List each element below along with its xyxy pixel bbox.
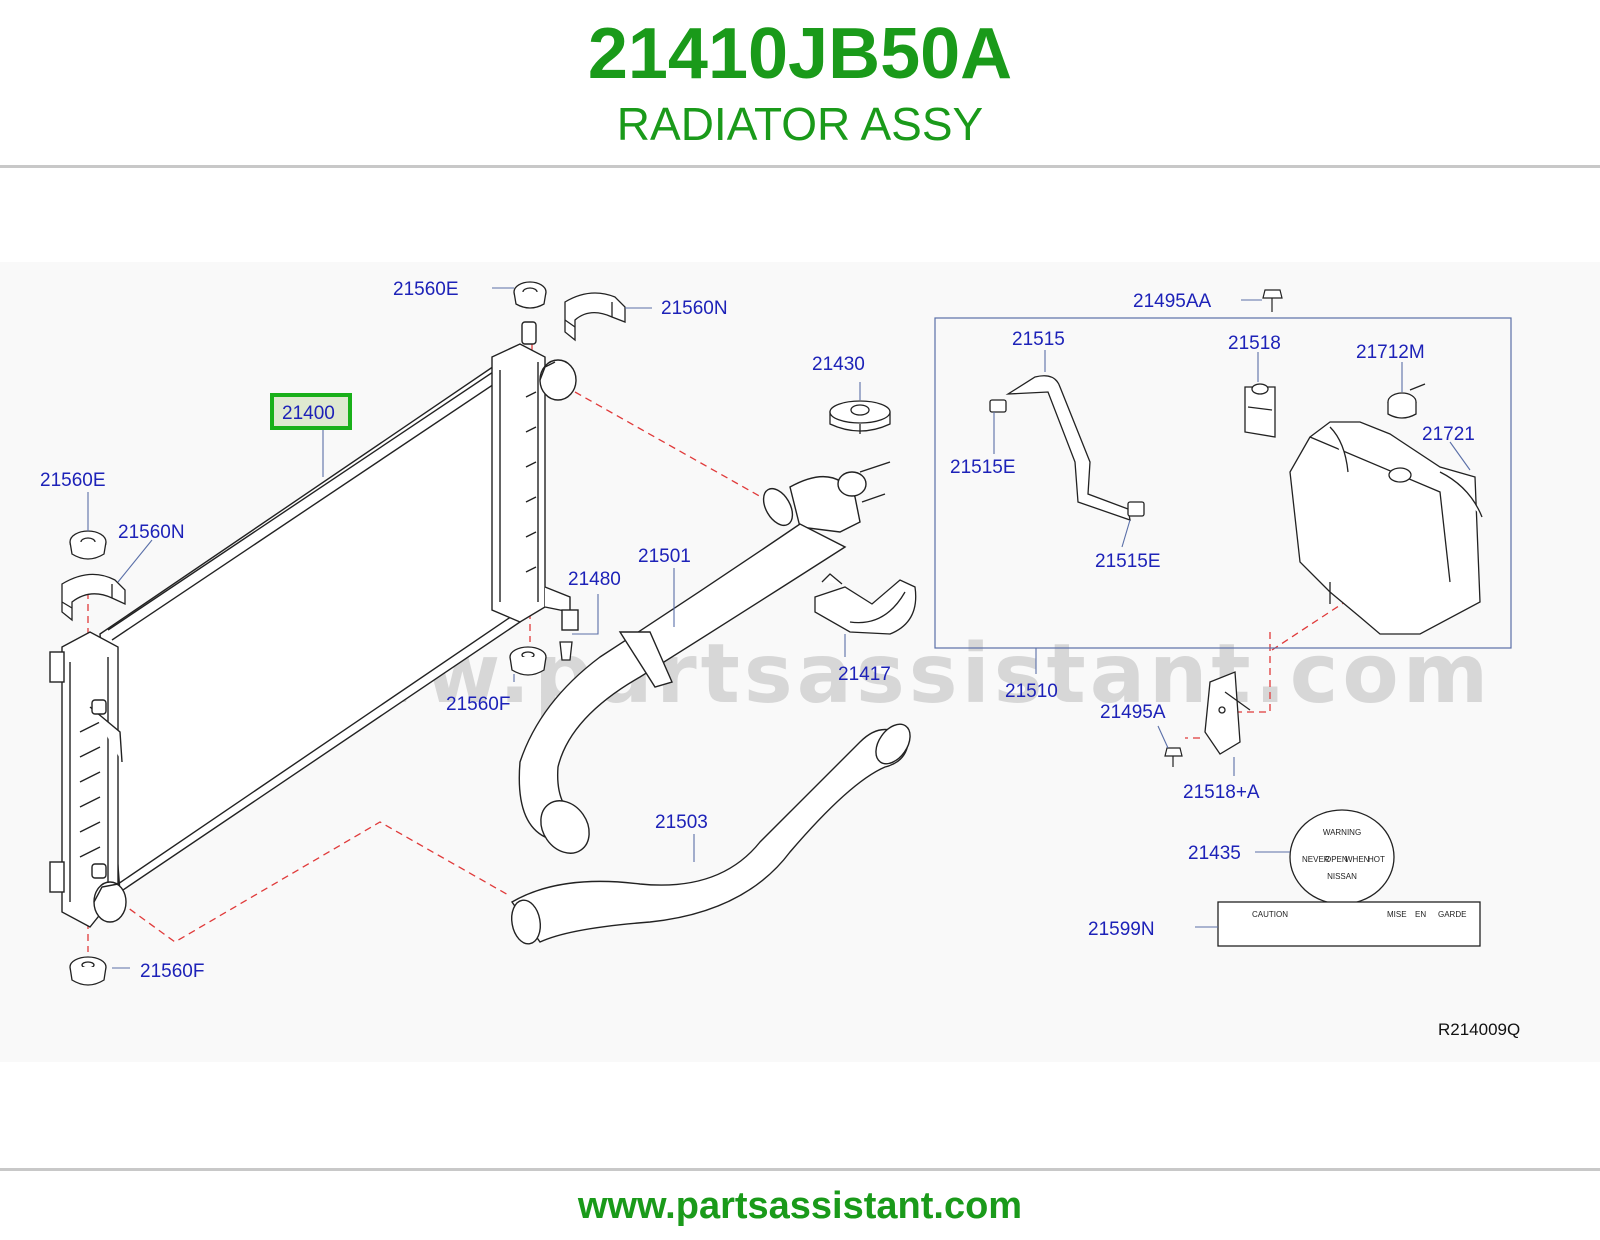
leader-lines [87,287,1471,969]
caution-label-21599N: CAUTION MISE EN GARDE [1217,901,1481,947]
warning-label-title: WARNING [1323,828,1361,837]
callout-21417[interactable]: 21417 [838,664,891,685]
radiator-assembly[interactable] [49,321,579,928]
callout-21560E-left[interactable]: 21560E [40,470,106,491]
callout-21430[interactable]: 21430 [812,354,865,375]
reservoir-bracket-upper[interactable] [1244,383,1276,438]
caution-label-text: MISE [1387,910,1407,919]
warning-small-text: WHEN [1345,855,1370,864]
radiator-cap[interactable] [829,400,891,434]
callout-21400[interactable]: 21400 [282,403,335,424]
warning-label-21435: WARNING NEVER OPEN WHEN HOT NISSAN [1289,809,1395,905]
callout-labels: 21400 21560E 21560N 21560E 21560N 21480 … [40,279,1475,982]
lower-hose[interactable] [508,718,917,946]
part-name-subtitle: RADIATOR ASSY [616,98,984,150]
mount-grommets[interactable] [69,281,573,986]
diagram-reference-code: R214009Q [1438,1020,1520,1039]
reservoir-tank[interactable] [1289,421,1483,635]
warning-small-text: HOT [1368,855,1385,864]
warning-small-text: NEVER [1302,855,1330,864]
reservoir-group-box [934,317,1512,649]
part-number-title: 21410JB50A [587,14,1013,94]
page-header: 21410JB50A RADIATOR ASSY [0,0,1600,168]
hose-bracket[interactable] [814,573,917,635]
callout-21518-A[interactable]: 21518+A [1183,782,1260,803]
caution-label-text: GARDE [1438,910,1466,919]
callout-21510[interactable]: 21510 [1005,681,1058,702]
upper-hose[interactable] [518,461,891,863]
callout-21560F-bottom[interactable]: 21560F [140,961,204,982]
upper-mount-clips[interactable] [61,292,626,622]
callout-21495A[interactable]: 21495A [1100,702,1166,723]
callout-21501[interactable]: 21501 [638,546,691,567]
callout-21435[interactable]: 21435 [1188,843,1241,864]
callout-21495AA[interactable]: 21495AA [1133,291,1212,312]
callout-21480[interactable]: 21480 [568,569,621,590]
callout-21515E-lower[interactable]: 21515E [1095,551,1161,572]
callout-21560N-left[interactable]: 21560N [118,522,185,543]
footer-divider [0,1168,1600,1171]
overflow-hose[interactable] [989,375,1145,521]
callout-21560F-mid[interactable]: 21560F [446,694,510,715]
callout-21560E-top[interactable]: 21560E [393,279,459,300]
callout-21518[interactable]: 21518 [1228,333,1281,354]
highlight-box [270,393,352,430]
callout-21712M[interactable]: 21712M [1356,342,1425,363]
caution-label-title: CAUTION [1252,910,1288,919]
callout-21560N-top[interactable]: 21560N [661,298,728,319]
footer-website-link[interactable]: www.partsassistant.com [577,1185,1023,1227]
header-divider [0,165,1600,168]
warning-small-text: OPEN [1325,855,1348,864]
diagram-panel: www.partsassistant.com [0,262,1600,1062]
callout-21515[interactable]: 21515 [1012,329,1065,350]
exploded-parts-diagram: www.partsassistant.com [40,279,1520,1039]
callout-21599N[interactable]: 21599N [1088,919,1155,940]
callout-21721[interactable]: 21721 [1422,424,1475,445]
callout-21515E-upper[interactable]: 21515E [950,457,1016,478]
caution-label-text: EN [1415,910,1426,919]
warning-label-brand: NISSAN [1327,872,1357,881]
callout-21503[interactable]: 21503 [655,812,708,833]
reservoir-cap[interactable] [1387,383,1426,419]
bolts[interactable] [1164,289,1283,767]
reservoir-bracket-lower[interactable] [1204,671,1251,755]
